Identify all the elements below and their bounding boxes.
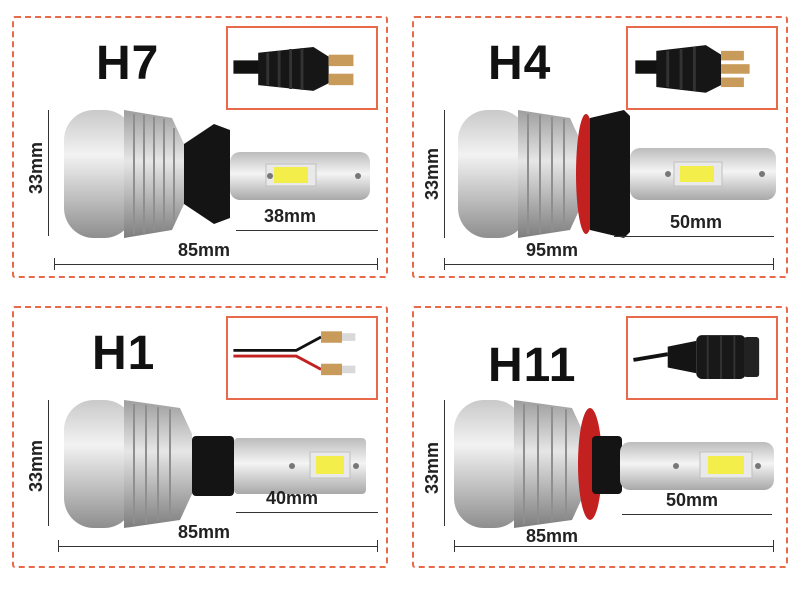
panel-h11: H11 33mm 50mm 85mm [412,306,788,568]
height-dimension-label: 33mm [422,147,442,200]
height-dimension-label: 33mm [26,141,46,194]
length-tick-left [58,540,59,552]
length-tick-right [773,540,774,552]
height-dimension-line [444,110,445,238]
tip-dimension-line [622,514,772,515]
length-tick-right [773,258,774,270]
h7-bulb-image [54,104,384,244]
bulb-type-title: H4 [488,37,552,90]
length-dimension-label: 85mm [178,522,231,542]
height-dimension-label: 33mm [422,441,442,494]
h1-bulb-image [54,394,384,534]
length-tick-left [54,258,55,270]
h11-connector-icon [633,335,760,379]
bulb-type-title: H7 [96,37,160,90]
length-dimension-line [58,546,378,547]
length-dimension-line [444,264,774,265]
length-dimension-label: 85mm [526,526,579,546]
connector-thumbnail [626,26,778,110]
length-dimension-line [54,264,378,265]
height-dimension-line [48,400,49,526]
length-tick-right [377,258,378,270]
h11-bulb-image [454,394,784,534]
length-tick-left [444,258,445,270]
h7-connector-icon [233,47,354,91]
tip-dimension-line [614,236,774,237]
panel-h1: H1 33mm 40mm 85mm [12,306,388,568]
length-tick-right [377,540,378,552]
tip-dimension-label: 50mm [666,490,719,510]
panel-h4: H4 33mm 50mm 95mm [412,16,788,278]
panel-h7: H7 33mm 38mm 85mm [12,16,388,278]
tip-dimension-label: 38mm [264,206,317,226]
h4-connector-icon [635,45,750,93]
h1-wire-connector-icon [233,331,356,376]
height-dimension-line [444,400,445,526]
bulb-type-title: H11 [488,339,577,392]
tip-dimension-label: 40mm [266,488,319,508]
tip-dimension-label: 50mm [670,212,723,232]
length-dimension-line [454,546,774,547]
connector-thumbnail [226,316,378,400]
bulb-type-title: H1 [92,327,156,380]
length-tick-left [454,540,455,552]
connector-thumbnail [626,316,778,400]
length-dimension-label: 85mm [178,240,231,260]
height-dimension-line [48,110,49,236]
height-dimension-label: 33mm [26,439,46,492]
length-dimension-label: 95mm [526,240,579,260]
tip-dimension-line [236,512,378,513]
connector-thumbnail [226,26,378,110]
tip-dimension-line [236,230,378,231]
h4-bulb-image [454,104,784,244]
